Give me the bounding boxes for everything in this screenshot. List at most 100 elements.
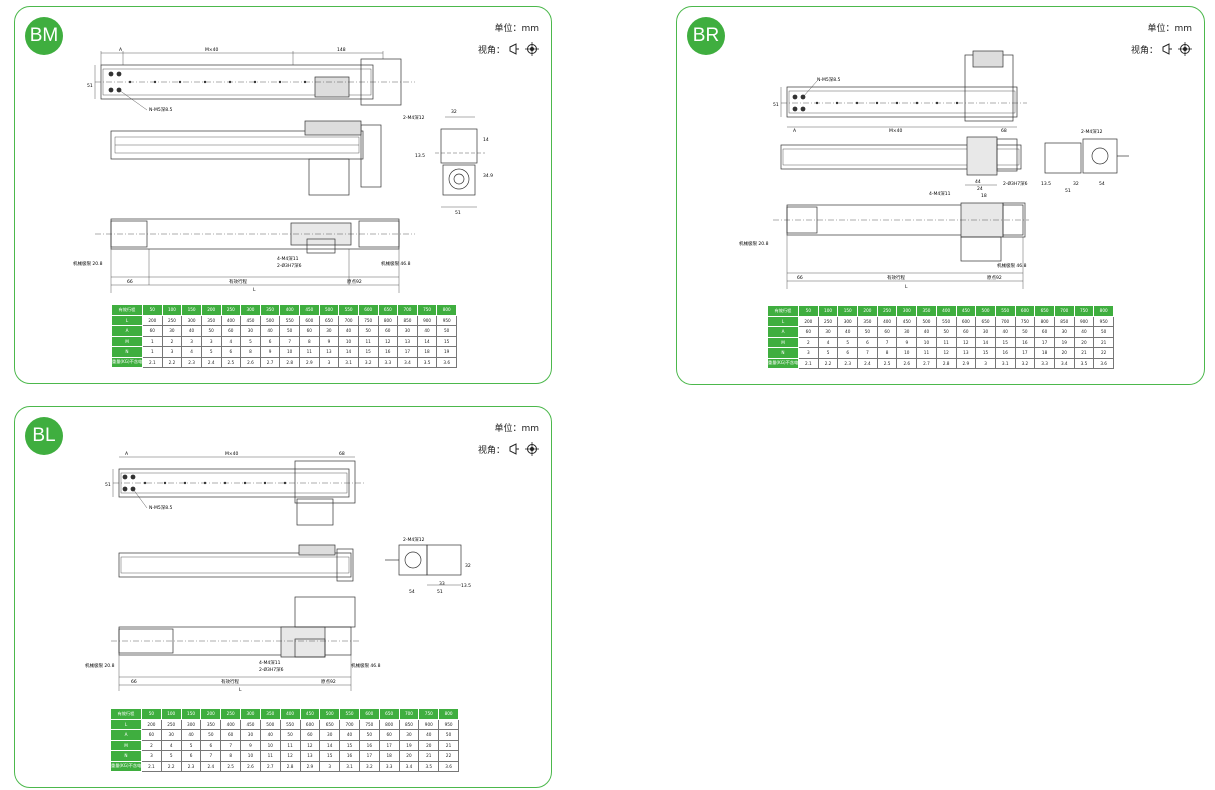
table-header-cell: 100 (817, 305, 839, 317)
panel-bl: BL 单位：mm 视角： A M×40 68 51 N-M5深8.5 (14, 406, 552, 788)
table-cell: 5 (160, 750, 182, 762)
br-side-view (1044, 138, 1129, 174)
table-cell: 15 (994, 336, 1016, 348)
table-header-cell: 250 (220, 708, 242, 720)
bl-bottom-view (111, 596, 361, 691)
table-cell: 17 (1014, 347, 1036, 359)
table-cell: 13 (955, 347, 977, 359)
table-cell: 4 (160, 739, 182, 751)
br-dim-a: A (793, 128, 797, 134)
table-cell: 16 (1014, 336, 1036, 348)
table-cell: 400 (876, 315, 898, 327)
table-cell: 30 (161, 325, 183, 337)
table-cell: 60 (220, 729, 242, 741)
table-cell: 700 (994, 315, 1016, 327)
table-cell: 850 (1053, 315, 1075, 327)
row-label-cell: M (111, 335, 143, 347)
table-header-cell: 200 (200, 304, 222, 316)
table-cell: 3.1 (994, 357, 1016, 369)
table-cell: 7 (200, 750, 222, 762)
bm-dim-51b: 51 (455, 210, 461, 216)
panel-bm: BM 单位：mm 视角： A M×40 148 51 N-M5深8.5 (14, 6, 552, 384)
table-cell: 50 (436, 325, 457, 337)
table-cell: 10 (240, 750, 261, 762)
table-cell: 40 (259, 325, 281, 337)
table-cell: 2 (798, 336, 819, 348)
br-dim-92: 原点92 (987, 275, 1002, 281)
bl-dim-13-5: 13.5 (461, 583, 471, 589)
table-cell: 40 (916, 326, 937, 338)
table-header-cell: 600 (357, 304, 379, 316)
table-cell: 2.7 (259, 760, 281, 772)
table-header-cell: 500 (318, 304, 340, 316)
table-cell: 16 (339, 750, 360, 762)
table-header-cell: 550 (338, 304, 359, 316)
table-cell: 6 (200, 739, 222, 751)
bm-side-holes-note: 2-M4深12 (403, 114, 425, 121)
table-cell: 3 (200, 335, 222, 347)
table-cell: 16 (358, 739, 380, 751)
table-cell: 11 (259, 750, 281, 762)
table-cell: 3 (798, 347, 819, 359)
br-dim-51b: 51 (1065, 188, 1071, 194)
bl-limit-left: 机械极限 20.8 (85, 662, 115, 669)
table-cell: 40 (994, 326, 1016, 338)
bm-dim-13-5: 13.5 (415, 153, 425, 159)
bl-top-view (112, 456, 365, 526)
table-cell: 2.7 (259, 356, 281, 368)
bm-slide-holes-note: 4-M4深11 (277, 255, 299, 262)
table-cell: 900 (1073, 315, 1095, 327)
table-header-cell: 100 (160, 708, 182, 720)
bm-dim-51: 51 (87, 83, 93, 89)
bm-dim-92: 原点92 (347, 279, 362, 285)
table-cell: 3.5 (416, 356, 438, 368)
table-cell: 50 (279, 325, 300, 337)
table-header-cell: 有效行程 (110, 708, 142, 720)
bl-dim-66: 66 (131, 679, 137, 685)
table-header-cell: 750 (1073, 305, 1095, 317)
table-cell: 13 (397, 335, 418, 347)
table-cell: 2.9 (299, 356, 320, 368)
table-cell: 800 (378, 718, 400, 730)
bl-dim-a: A (125, 451, 129, 457)
table-cell: 30 (975, 326, 996, 338)
br-side-holes-note: 2-M4深12 (1081, 128, 1103, 135)
table-cell: 8 (876, 347, 898, 359)
table-cell: 8 (299, 335, 320, 347)
table-cell: 950 (1093, 315, 1114, 327)
table-cell: 3.2 (1014, 357, 1036, 369)
table-cell: 9 (896, 336, 918, 348)
table-header-cell: 有效行程 (767, 305, 799, 317)
bl-pin-holes-note: 2-Ø3H7深6 (259, 666, 284, 673)
table-cell: 3 (181, 335, 202, 347)
table-cell: 22 (1093, 347, 1114, 359)
unit-label: 单位：mm (1147, 24, 1192, 34)
table-cell: 3.3 (377, 356, 399, 368)
table-cell: 30 (817, 326, 839, 338)
table-cell: 50 (358, 729, 380, 741)
table-cell: 700 (339, 718, 360, 730)
table-cell: 19 (1053, 336, 1075, 348)
table-cell: 2.5 (220, 356, 242, 368)
table-header-cell: 400 (279, 304, 300, 316)
table-cell: 600 (299, 314, 320, 326)
table-cell: 3.5 (1073, 357, 1095, 369)
table-cell: 5 (200, 346, 222, 358)
bm-holes-leader (118, 89, 148, 111)
table-cell: 21 (1073, 347, 1095, 359)
bm-dim-m40: M×40 (205, 47, 219, 53)
table-cell: 250 (817, 315, 839, 327)
table-cell: 7 (876, 336, 898, 348)
table-header-cell: 150 (180, 708, 202, 720)
table-cell: 2.9 (955, 357, 977, 369)
table-header-cell: 200 (857, 305, 878, 317)
bm-hole-row (108, 71, 307, 93)
table-header-cell: 600 (358, 708, 380, 720)
br-dim-13-5: 13.5 (1041, 181, 1051, 187)
